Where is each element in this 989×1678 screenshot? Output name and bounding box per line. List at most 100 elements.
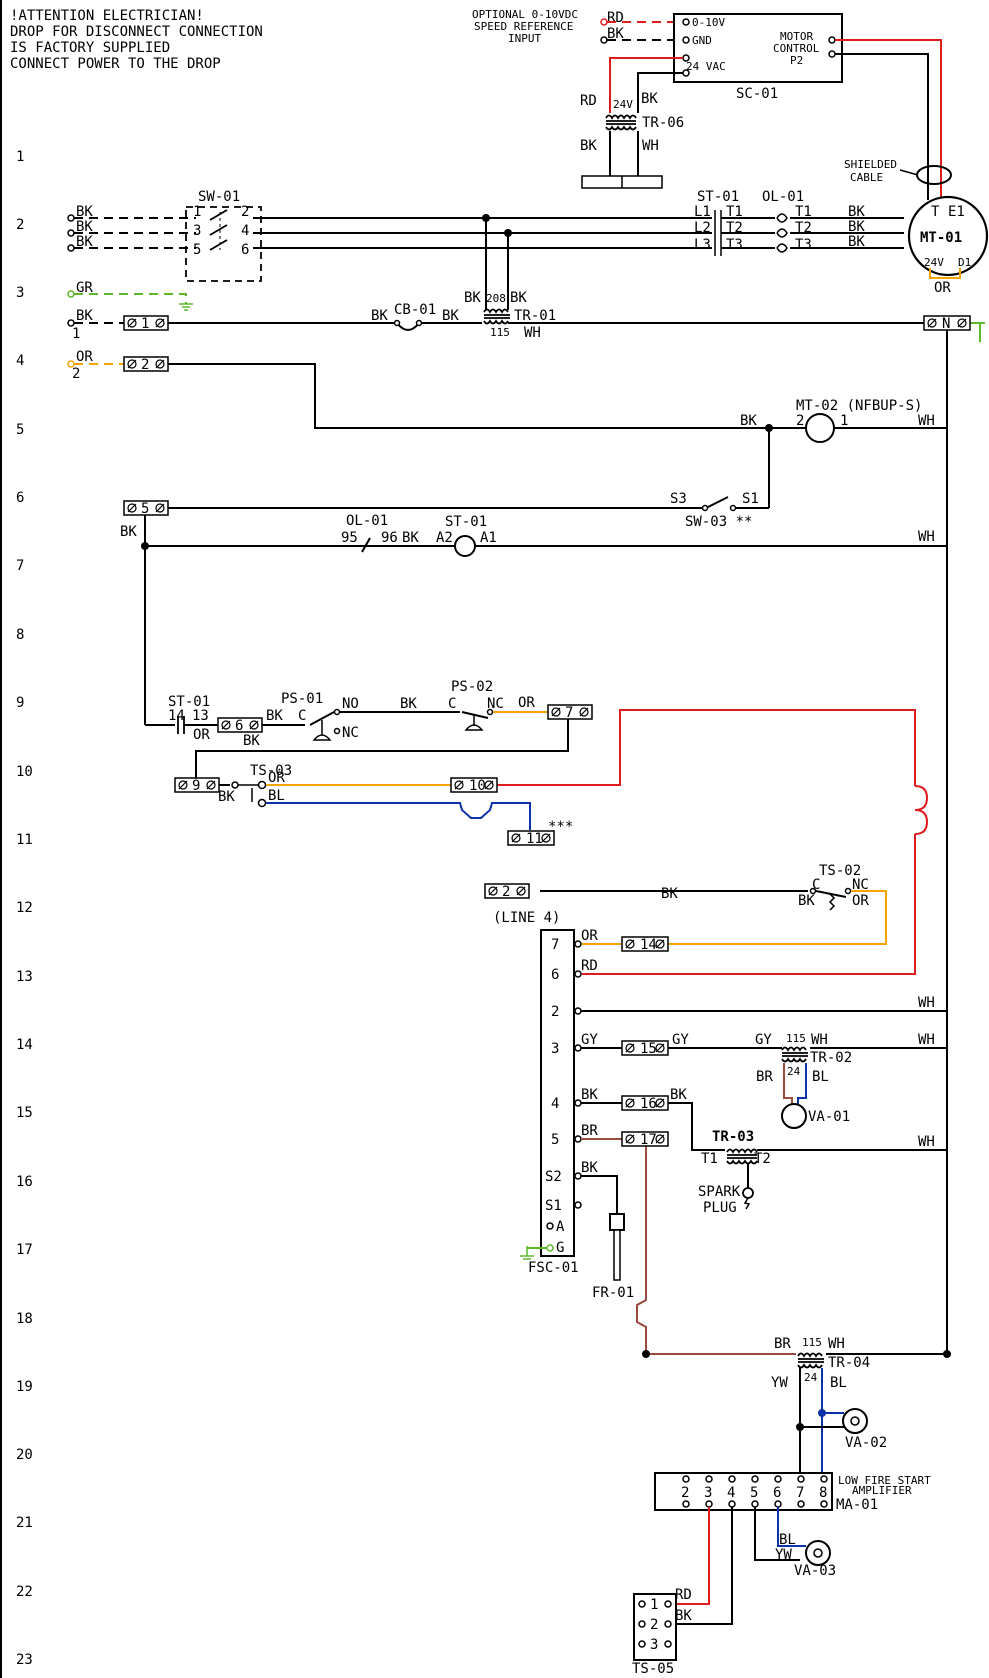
ps01-label: PS-01 [281,691,323,707]
spark-plug-label: PLUG [703,1200,737,1216]
mt02-label: MT-02 (NFBUP-S) [796,398,922,414]
terminal-block-t1: 1 [123,315,169,332]
wire-label-rd: RD [675,1587,692,1603]
voltage-label: 24 [804,1371,818,1384]
tr03-transformer-icon [726,1148,758,1165]
motor-control-label: CONTROL [773,42,820,55]
terminal-number: 6 [235,718,243,734]
fsc-pin: 6 [551,967,559,983]
wire-label-bk: BK [76,308,93,324]
motor-terminal-e1: E1 [948,204,965,220]
va03-label: VA-03 [794,1563,836,1579]
ma01-pin: 8 [819,1485,827,1501]
ol-terminal: 96 [381,530,398,546]
terminal-block-t16: 16 [621,1095,669,1112]
wire-label-bk: BK [76,204,93,220]
voltage-label: 24V [613,98,633,111]
rung-number: 22 [16,1584,33,1600]
svg-text:T1: T1 [726,204,743,220]
wire-label-bk: BK [581,1160,598,1176]
spark-plug-label: SPARK [698,1184,741,1200]
optional-input-label: OPTIONAL 0-10VDC [472,8,578,21]
motor-terminal-d1: D1 [958,256,971,269]
svg-text:3: 3 [193,223,201,239]
wire-label-gy: GY [581,1032,598,1048]
va02-label: VA-02 [845,1435,887,1451]
ps02-label: PS-02 [451,679,493,695]
switch-terminal: C [298,708,306,724]
wire-label-wh: WH [918,995,935,1011]
optional-input-label: INPUT [508,32,541,45]
fsc-pin: G [556,1240,564,1256]
coil-terminal: A2 [436,530,453,546]
notice-line: CONNECT POWER TO THE DROP [10,56,221,72]
rung-number: 7 [16,558,24,574]
fsc-pin: A [556,1219,565,1235]
rung-number: 4 [16,353,24,369]
wire-label-br: BR [756,1069,773,1085]
ts05-pin: 3 [650,1637,658,1653]
st01-coil-label: ST-01 [445,514,487,530]
wire-label-wh: WH [811,1032,828,1048]
control-rungs-9-11: ST-01 14 13 OR BK PS-01 C NO NC BK PS-02… [145,679,929,975]
wire-label-bk: BK [661,886,678,902]
rung-number: 21 [16,1515,33,1531]
ma01-label: MA-01 [836,1497,878,1513]
rung-number: 13 [16,969,33,985]
sw01-label: SW-01 [198,189,240,205]
fsc01-label: FSC-01 [528,1260,579,1276]
sc01-box [673,13,843,83]
notice-line: DROP FOR DISCONNECT CONNECTION [10,24,263,40]
motor-24v-label: 24V [924,256,944,269]
ma01-pin: 3 [704,1485,712,1501]
terminal-block-t2: 2 [484,883,530,900]
switch-terminal: S3 [670,491,687,507]
wire-label-or: OR [852,893,869,909]
amplifier-title: LOW FIRE START [838,1474,931,1487]
wire-label-bk: BK [641,91,658,107]
terminal-block-t9: 9 [174,777,220,794]
svg-text:5: 5 [193,242,201,258]
sw03-switch-icon [705,496,729,509]
input-number: 2 [72,366,80,382]
wire-label-bk: BK [400,696,417,712]
wire-label-bk: BK [607,26,624,42]
fr01-flame-rod-icon [609,1213,625,1231]
ol01-heater-icon [776,213,788,253]
tr03-terminal: T2 [754,1151,771,1167]
fsc-pin: S1 [545,1198,562,1214]
wire-label-yw: YW [775,1547,792,1563]
wire-label-bk: BK [581,1087,598,1103]
mt02-pin: 1 [840,413,848,429]
fr01-label: FR-01 [592,1285,634,1301]
junction-dot [943,1350,951,1358]
shielded-cable-label: CABLE [850,171,883,184]
input-terminal [600,18,608,26]
svg-text:4: 4 [241,223,249,239]
motor-control-label: MOTOR [780,30,813,43]
terminal-block-t17: 17 [621,1131,669,1148]
sw03-label: SW-03 ** [685,514,752,530]
wire-label-wh: WH [828,1336,845,1352]
rung-number: 16 [16,1174,33,1190]
wire-label-bk: BK [76,219,93,235]
aux-terminal: 13 [192,708,209,724]
ol01-contact-icon [352,537,378,553]
wire-label-bk: BK [848,219,865,235]
svg-text:T3: T3 [726,237,743,253]
tr06-label: TR-06 [642,115,684,131]
wire-label-wh: WH [918,1134,935,1150]
terminal-number: 2 [502,884,510,900]
wire-label-wh: WH [918,529,935,545]
wire-label-bk: BK [798,893,815,909]
st01-contactor-label: ST-01 [697,189,739,205]
tr04-label: TR-04 [828,1355,870,1371]
tr06-terminals [581,175,663,189]
sw01-enclosure [185,206,262,282]
ts03-label: TS-03 [250,763,292,779]
input-number: 1 [72,326,80,342]
tr01-label: TR-01 [514,308,556,324]
wire-label-bl: BL [830,1375,847,1391]
